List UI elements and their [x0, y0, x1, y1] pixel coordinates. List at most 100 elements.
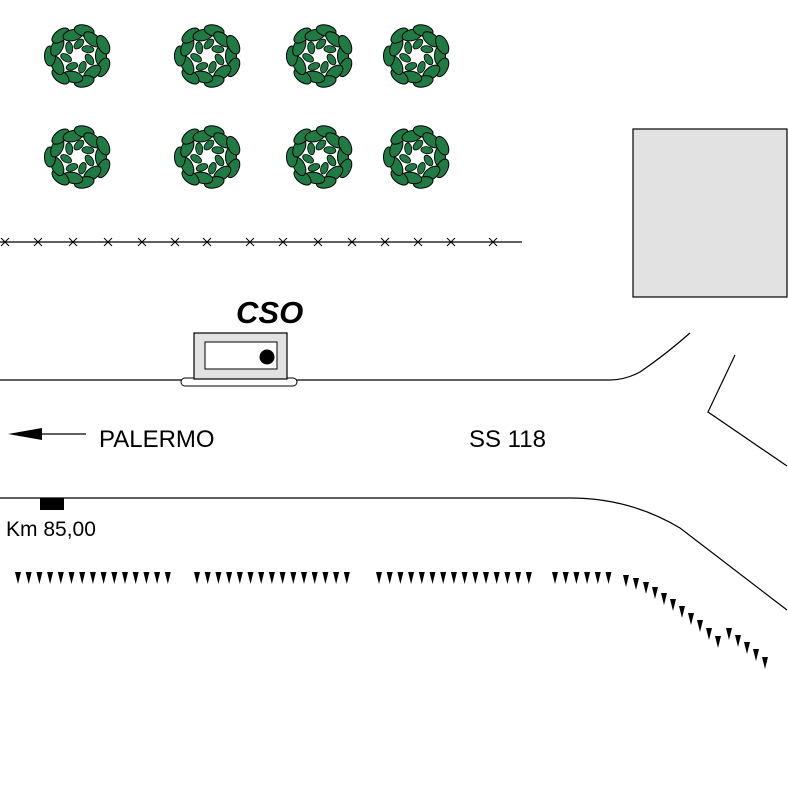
tree-icon: [383, 125, 450, 189]
embankment-tick: [322, 572, 329, 584]
tree-icon: [286, 24, 353, 88]
embankment-tick: [440, 572, 447, 584]
embankment-tick: [594, 572, 601, 584]
embankment-tick: [143, 572, 150, 584]
tree-group: [44, 24, 450, 189]
embankment-tick: [605, 572, 612, 584]
tree-icon: [174, 125, 241, 189]
station-label: CSO: [236, 295, 303, 330]
embankment-tick: [623, 575, 629, 587]
road-lower-edge: [0, 497, 788, 611]
direction-label: PALERMO: [99, 426, 215, 453]
embankment-tick: [311, 572, 318, 584]
embankment-tick: [744, 642, 750, 654]
embankment-tick: [247, 572, 254, 584]
embankment-tick: [164, 572, 171, 584]
tree-icon: [44, 125, 111, 189]
embankment-tick: [643, 582, 649, 594]
embankment-tick: [472, 572, 479, 584]
embankment-tick: [670, 599, 676, 611]
embankment-tick: [726, 628, 732, 640]
tree-icon: [174, 24, 241, 88]
side-road-edge: [707, 354, 788, 467]
fence-post-mark: [0, 237, 10, 247]
embankment-tick: [111, 572, 118, 584]
cso-station: [180, 332, 298, 387]
embankment-tick: [573, 572, 580, 584]
fence-post-mark: [103, 237, 113, 247]
fence-post-mark: [313, 237, 323, 247]
embankment-tick: [504, 572, 511, 584]
fence-post-mark: [170, 237, 180, 247]
embankment-tick: [122, 572, 128, 584]
embankment-tick: [661, 593, 667, 605]
embankment-tick: [697, 620, 703, 632]
embankment-tick: [397, 572, 404, 584]
embankment-tick: [552, 572, 558, 584]
fence-post-mark: [446, 237, 456, 247]
road-upper-edge: [0, 332, 691, 381]
embankment-tick: [753, 649, 759, 661]
arrow-left-icon: [8, 428, 86, 440]
embankment-tick: [301, 572, 307, 584]
embankment-tick: [290, 572, 297, 584]
tree-icon: [286, 125, 353, 189]
embankment-tick: [386, 572, 393, 584]
embankment-tick: [68, 572, 75, 584]
fence-post-mark: [488, 237, 498, 247]
embankment-tick: [429, 572, 436, 584]
embankment-tick: [204, 572, 211, 584]
fence-post-mark: [202, 237, 212, 247]
embankment-tick: [418, 572, 425, 584]
fence-post-mark: [33, 237, 43, 247]
tree-icon: [44, 24, 111, 88]
embankment-tick: [15, 572, 21, 584]
milestone-label: Km 85,00: [6, 518, 96, 541]
embankment-tick: [89, 572, 96, 584]
fence-post-mark: [380, 237, 390, 247]
embankment-tick: [57, 572, 64, 584]
fence-post-mark: [68, 237, 78, 247]
tree-icon: [383, 24, 450, 88]
embankment-marks: [15, 572, 768, 669]
embankment-tick: [493, 572, 500, 584]
road-label: SS 118: [469, 426, 546, 453]
building: [632, 128, 788, 298]
embankment-tick: [154, 572, 161, 584]
embankment-tick: [376, 572, 382, 584]
embankment-tick: [194, 572, 200, 584]
embankment-tick: [715, 636, 721, 648]
embankment-tick: [450, 572, 457, 584]
embankment-tick: [515, 572, 522, 584]
embankment-tick: [408, 572, 415, 584]
embankment-tick: [652, 587, 658, 599]
embankment-tick: [483, 572, 489, 584]
embankment-tick: [735, 635, 741, 647]
fence-post-mark: [245, 237, 255, 247]
milestone-marker-icon: [40, 498, 64, 510]
embankment-tick: [132, 572, 139, 584]
embankment-tick: [562, 572, 569, 584]
embankment-tick: [36, 572, 43, 584]
embankment-tick: [79, 572, 86, 584]
embankment-tick: [461, 572, 468, 584]
embankment-tick: [47, 572, 54, 584]
embankment-tick: [100, 572, 107, 584]
embankment-tick: [215, 572, 222, 584]
fence-line: [0, 237, 522, 247]
embankment-tick: [688, 613, 694, 625]
embankment-tick: [279, 572, 286, 584]
embankment-tick: [679, 606, 685, 618]
embankment-tick: [25, 572, 32, 584]
embankment-tick: [706, 628, 712, 640]
embankment-tick: [584, 572, 591, 584]
embankment-tick: [343, 572, 350, 584]
fence-post-mark: [413, 237, 423, 247]
fence-post-mark: [278, 237, 288, 247]
embankment-tick: [226, 572, 233, 584]
embankment-tick: [633, 578, 639, 590]
embankment-tick: [525, 572, 532, 584]
fence-post-mark: [137, 237, 147, 247]
